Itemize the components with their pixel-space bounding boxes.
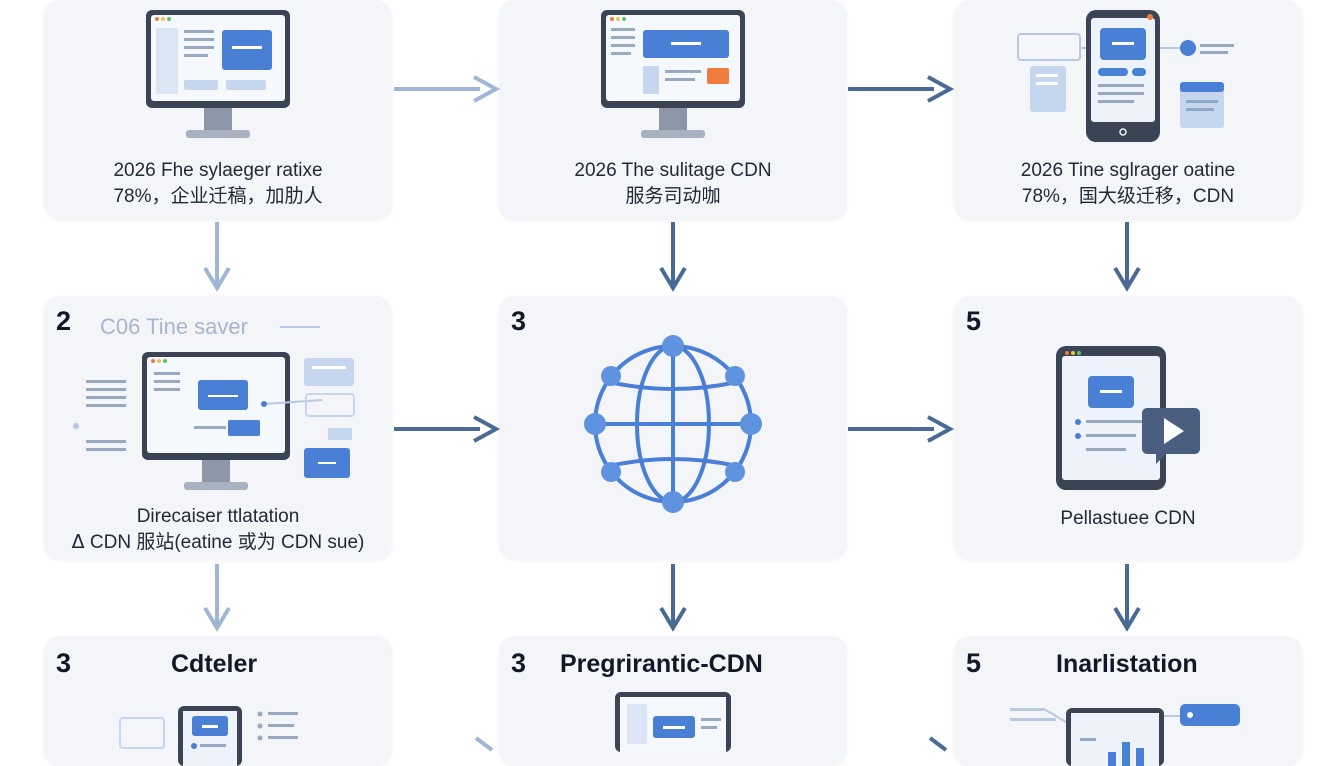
arrow-right-icon xyxy=(394,75,501,103)
step-card-9: 5 Inarlistation xyxy=(954,636,1302,766)
step-card-6: 5 Pellastuee CDN xyxy=(954,296,1302,560)
step-title: Inarlistation xyxy=(1056,650,1198,678)
arrow-down-icon xyxy=(1113,222,1141,292)
caption-line-1: 2026 Fhe sylaeger ratixe xyxy=(113,160,323,181)
arrow-down-icon xyxy=(203,564,231,632)
globe-network-icon xyxy=(584,335,762,513)
step-card-1: 2026 Fhe sylaeger ratixe 78%，企业迁稿，加肋人 xyxy=(44,0,392,220)
step-number: 2 xyxy=(56,306,72,336)
caption-line-1: 2026 Tine sglrager oatine xyxy=(1020,160,1236,181)
step-title-faded: C06 Tine saver xyxy=(100,314,248,339)
arrow-down-icon xyxy=(659,564,687,632)
step-number: 3 xyxy=(511,648,527,678)
caption-line-2: 78%，国大级迁移，CDN xyxy=(1021,186,1235,207)
caption-line-2: 服务司动咖 xyxy=(625,186,721,207)
arrow-right-icon xyxy=(848,75,955,103)
caption-line-1: Pellastuee CDN xyxy=(1060,508,1196,529)
arrow-right-icon xyxy=(394,415,501,443)
arrow-right-icon xyxy=(928,736,948,752)
step-number: 3 xyxy=(56,648,72,678)
step-card-7: 3 Cdteler xyxy=(44,636,392,766)
caption-line-2: ᐃ CDN 服站(eatine 或为 CDN sue) xyxy=(71,532,365,553)
step-number: 5 xyxy=(966,306,982,336)
arrow-down-icon xyxy=(1113,564,1141,632)
desktop-monitor-icon xyxy=(119,706,298,766)
desktop-monitor-icon xyxy=(73,352,355,490)
step-number: 5 xyxy=(966,648,982,678)
step-number: 3 xyxy=(511,306,527,336)
step-card-3: 2026 Tine sglrager oatine 78%，国大级迁移，CDN xyxy=(954,0,1302,220)
step-title: Cdteler xyxy=(171,650,258,678)
arrow-right-icon xyxy=(848,415,955,443)
step-card-5: 3 xyxy=(499,296,847,560)
step-card-4: 2 C06 Tine saver Direcaiser ttlatation ᐃ… xyxy=(44,296,392,560)
step-card-8: 3 Pregrirantic-CDN xyxy=(499,636,847,766)
arrow-down-icon xyxy=(203,222,231,292)
desktop-monitor-icon xyxy=(146,10,290,138)
step-card-2: 2026 The sulitage CDN 服务司动咖 xyxy=(499,0,847,220)
desktop-monitor-icon xyxy=(601,10,745,138)
caption-line-1: 2026 The sulitage CDN xyxy=(574,160,772,181)
caption-line-2: 78%，企业迁稿，加肋人 xyxy=(113,186,323,207)
arrow-down-icon xyxy=(659,222,687,292)
desktop-monitor-icon xyxy=(615,692,731,752)
tablet-video-icon xyxy=(1056,346,1200,490)
arrow-right-icon xyxy=(474,736,494,752)
caption-line-1: Direcaiser ttlatation xyxy=(136,506,300,527)
title-underline xyxy=(280,326,320,328)
desktop-chart-icon xyxy=(1010,704,1240,766)
smartphone-icon xyxy=(1017,10,1234,142)
step-title: Pregrirantic-CDN xyxy=(560,650,763,678)
